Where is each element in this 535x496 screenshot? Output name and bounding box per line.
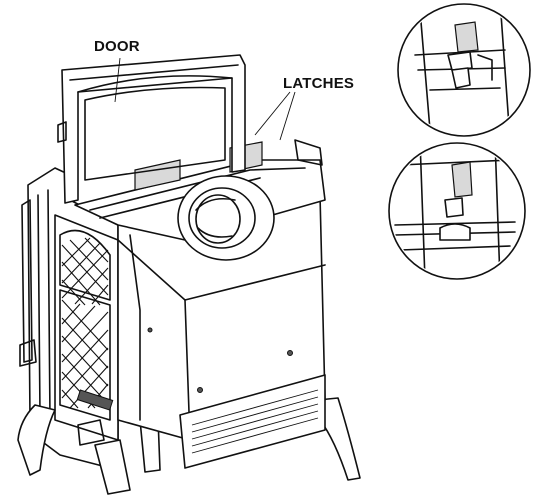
door-label: DOOR (94, 38, 140, 55)
stove-front-panel (54, 214, 119, 441)
flue-collar (177, 175, 275, 261)
latches-label: LATCHES (283, 75, 355, 92)
latch-detail-bottom (388, 142, 526, 280)
logo-plate (76, 389, 114, 411)
louver-panel (179, 374, 326, 469)
door (57, 54, 246, 204)
stove-legs (17, 397, 361, 495)
latches-leaders (254, 91, 296, 141)
door-leader (114, 57, 121, 103)
latch-detail-top (397, 3, 531, 137)
